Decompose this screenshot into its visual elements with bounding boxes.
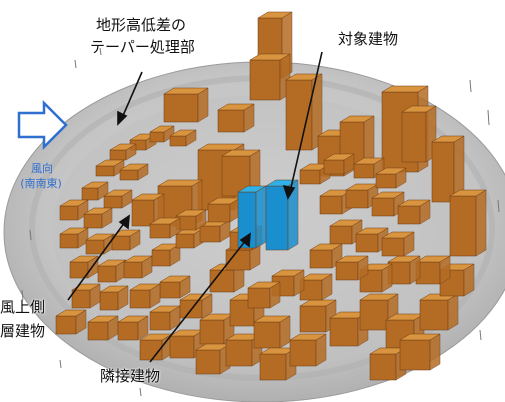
building-block-85 — [149, 217, 181, 239]
building-block-18 — [169, 129, 197, 147]
building-block-63 — [415, 255, 451, 285]
taper-label-line2: テーパー処理部 — [90, 38, 195, 56]
building-block-24 — [59, 199, 89, 221]
target-building-left — [237, 185, 267, 249]
building-block-5 — [217, 103, 255, 133]
building-group — [55, 11, 487, 381]
building-block-57 — [359, 293, 399, 331]
upwind-leader-line — [67, 221, 126, 301]
building-block-69 — [397, 199, 431, 225]
building-block-43 — [179, 293, 213, 319]
building-block-39 — [55, 309, 87, 335]
building-block-28 — [111, 229, 141, 251]
building-block-38 — [71, 283, 101, 309]
target-building-right — [265, 179, 299, 251]
wind-direction-label: 風向 — [31, 162, 53, 175]
ground-texture — [21, 47, 500, 397]
building-block-53 — [259, 347, 297, 381]
taper-leader-line — [121, 71, 143, 119]
building-block-72 — [381, 231, 415, 257]
building-block-79 — [207, 197, 241, 223]
building-block-26 — [59, 227, 89, 249]
upwind-label-line1: 風上側 — [0, 298, 46, 316]
building-block-70 — [329, 219, 363, 245]
building-block-7 — [401, 105, 437, 163]
building-block-27 — [85, 233, 115, 255]
building-block-71 — [355, 227, 389, 253]
building-block-8 — [431, 135, 465, 203]
building-block-23 — [103, 189, 133, 209]
building-block-32 — [151, 243, 181, 267]
upwind-arrowhead — [118, 214, 130, 230]
taper-arrowhead — [117, 110, 128, 126]
adjacent-leader-line — [149, 239, 247, 363]
upwind-label-line2: 層建物 — [0, 322, 46, 340]
building-block-42 — [149, 305, 181, 331]
wind-arrow-icon — [17, 99, 68, 151]
wind-direction-sub-label: (南南東) — [20, 177, 62, 190]
annotation-lines — [67, 51, 323, 363]
target-arrowhead — [282, 184, 296, 200]
building-block-83 — [375, 167, 407, 189]
building-block-84 — [175, 209, 207, 231]
building-block-2 — [249, 53, 291, 101]
building-block-52 — [253, 315, 291, 349]
building-block-44 — [209, 263, 245, 293]
building-block-25 — [83, 207, 113, 229]
building-block-9 — [449, 189, 487, 257]
building-block-74 — [335, 255, 369, 281]
building-block-35 — [159, 275, 191, 299]
building-block-50 — [195, 343, 231, 375]
building-block-19 — [109, 143, 137, 161]
building-block-64 — [387, 255, 421, 285]
target-leader-line — [289, 51, 323, 193]
taper-label-line1: 地形高低差の — [96, 16, 187, 34]
adjacent-building-label: 隣接建物 — [100, 367, 161, 385]
building-block-46 — [139, 333, 173, 361]
building-block-29 — [69, 255, 99, 279]
building-block-31 — [123, 255, 153, 279]
building-block-3 — [285, 73, 323, 151]
building-block-37 — [99, 285, 129, 311]
building-block-60 — [399, 333, 441, 371]
building-block-81 — [323, 153, 355, 175]
building-block-30 — [97, 259, 127, 283]
building-block-36 — [129, 283, 161, 309]
building-block-77 — [247, 281, 281, 309]
target-building-label: 対象建物 — [338, 30, 399, 48]
building-block-40 — [87, 315, 119, 341]
building-block-75 — [299, 273, 333, 301]
building-block-41 — [117, 315, 149, 341]
building-block-61 — [419, 293, 459, 331]
adjacent-arrowhead — [239, 232, 251, 248]
building-block-4 — [163, 87, 209, 123]
building-block-54 — [289, 333, 327, 367]
target-building-group — [237, 179, 299, 251]
building-block-11 — [339, 115, 375, 167]
building-block-21 — [119, 163, 149, 181]
